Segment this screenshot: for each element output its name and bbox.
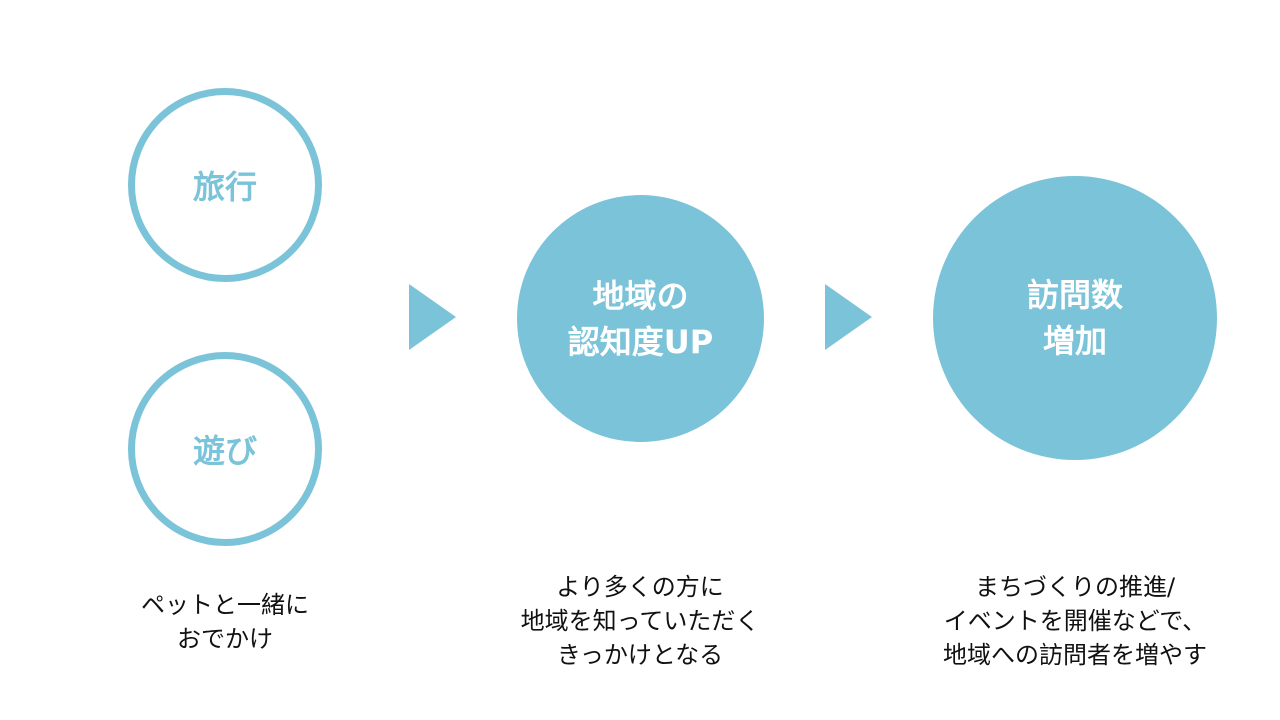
awareness-circle: 地域の 認知度UP: [517, 195, 764, 442]
travel-label: 旅行: [192, 168, 257, 206]
arrow-right-icon: [825, 284, 872, 350]
play-circle: 遊び: [128, 352, 322, 546]
middle-caption: より多くの方に 地域を知っていただく きっかけとなる: [520, 573, 760, 669]
visits-label: 訪問数 増加: [1026, 276, 1123, 360]
left-caption: ペットと一緒に おでかけ: [141, 591, 309, 653]
travel-circle: 旅行: [128, 88, 322, 282]
visits-circle: 訪問数 増加: [933, 176, 1217, 460]
right-caption: まちづくりの推進/ イベントを開催などで、 地域への訪問者を増やす: [943, 573, 1207, 669]
awareness-label: 地域の 認知度UP: [567, 276, 714, 361]
arrow-right-icon: [409, 284, 456, 350]
play-label: 遊び: [192, 432, 257, 470]
